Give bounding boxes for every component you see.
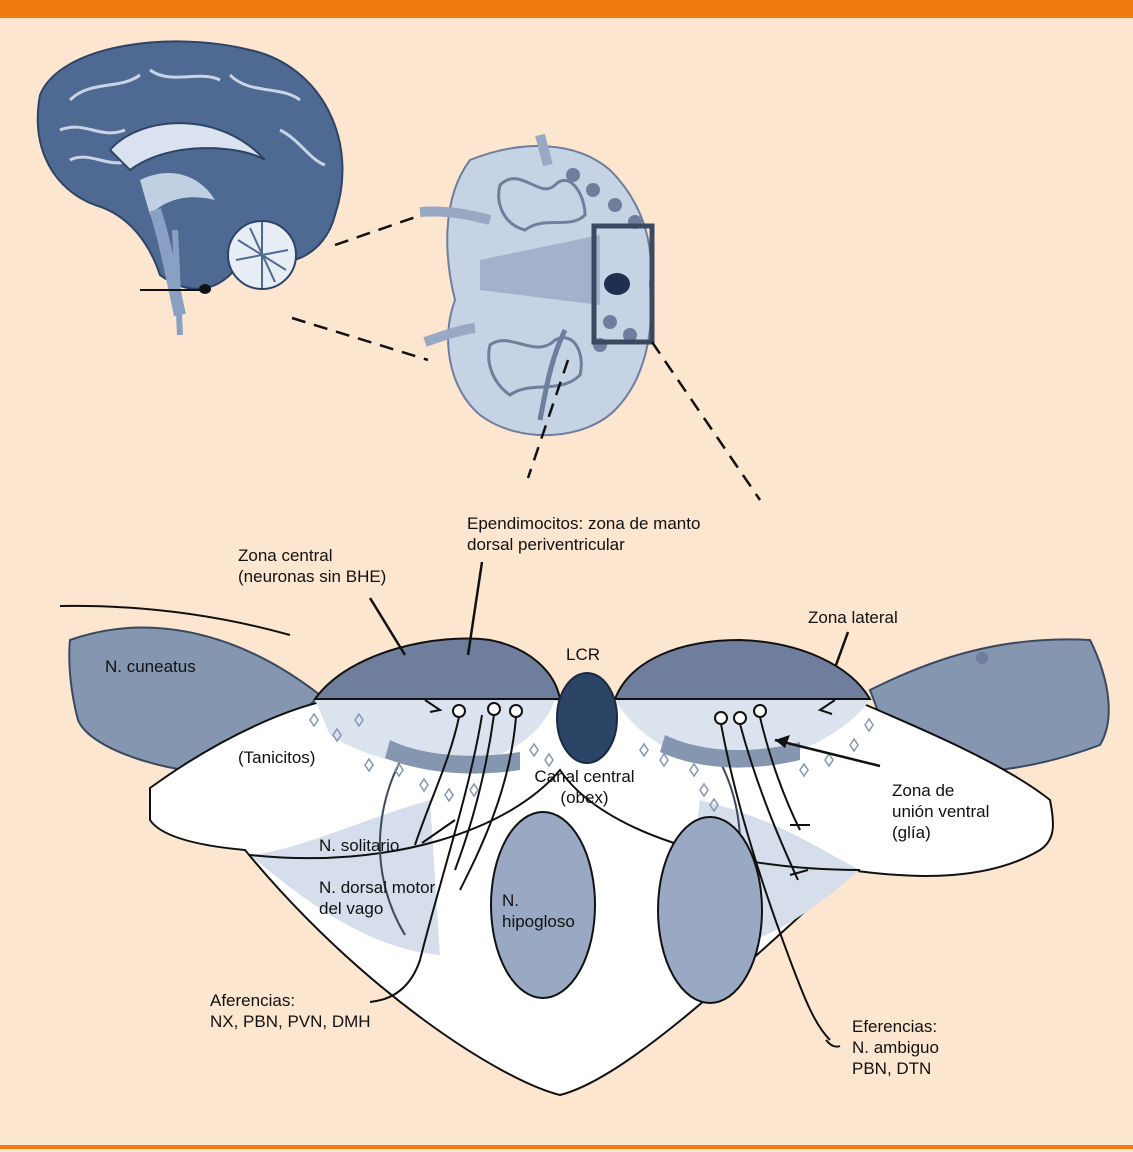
label-eferencias: Eferencias: N. ambiguo PBN, DTN (852, 1016, 939, 1079)
projection-line-lower (292, 318, 428, 360)
medulla-cross-section (420, 135, 652, 435)
lateral-zone-dome-right (615, 640, 870, 699)
pointer-zona-lateral (836, 632, 848, 665)
label-ependimocitos: Ependimocitos: zona de manto dorsal peri… (467, 513, 700, 555)
central-zone-dome-left (315, 638, 560, 699)
label-n-solitario: N. solitario (319, 835, 399, 856)
label-zona-union-ventral: Zona de unión ventral (glía) (892, 780, 989, 843)
label-n-cuneatus: N. cuneatus (105, 656, 196, 677)
brain-sagittal-illustration (38, 41, 343, 335)
projection-line-upper (335, 212, 430, 245)
label-zona-central: Zona central (neuronas sin BHE) (238, 545, 386, 587)
label-aferencias: Aferencias: NX, PBN, PVN, DMH (210, 990, 371, 1032)
central-canal (557, 673, 617, 763)
hypoglossal-nucleus-right (658, 817, 762, 1003)
zoom-line-right (652, 342, 760, 500)
label-lcr: LCR (566, 644, 600, 665)
label-canal-central: Canal central (obex) (522, 766, 647, 808)
label-n-dorsal-motor: N. dorsal motor del vago (319, 877, 435, 919)
label-zona-lateral: Zona lateral (808, 607, 898, 628)
label-tanicitos: (Tanicitos) (238, 747, 315, 768)
pointer-zona-central (370, 598, 405, 655)
label-n-hipogloso: N. hipogloso (502, 890, 575, 932)
